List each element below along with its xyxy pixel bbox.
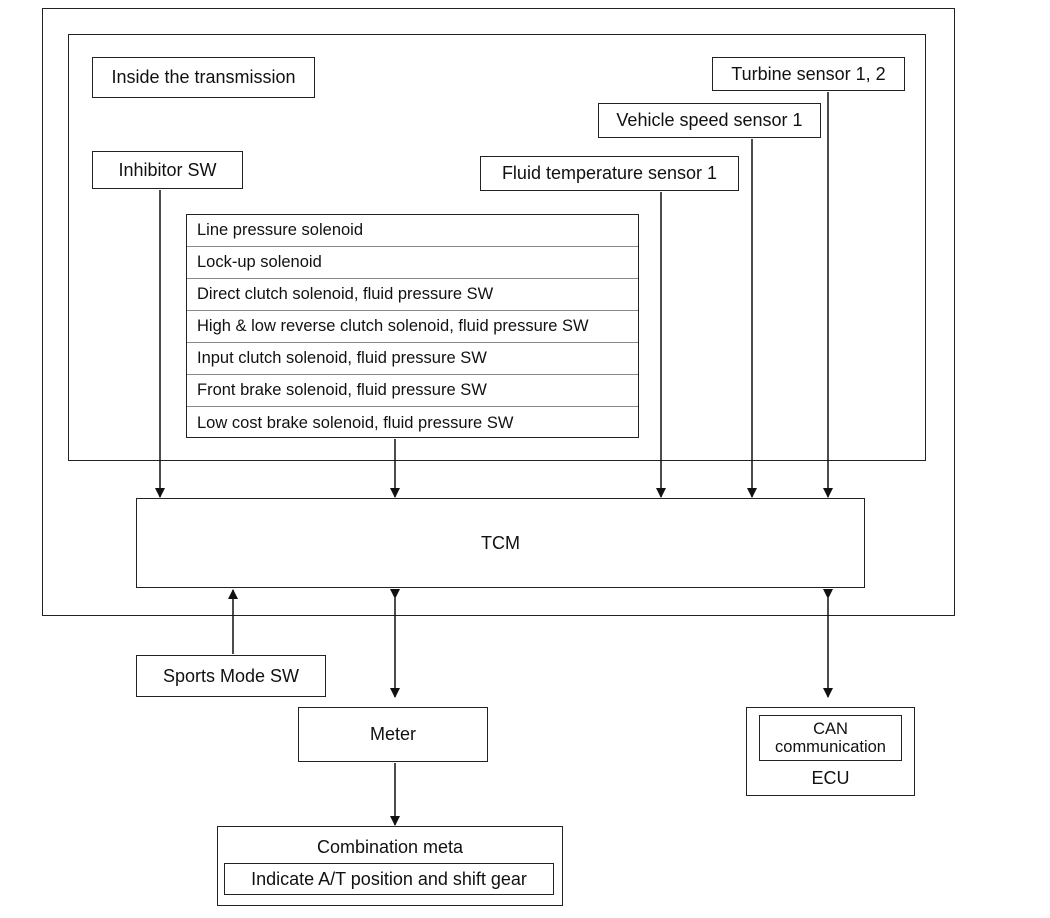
transmission-frame [68, 34, 926, 461]
can-label: CAN [813, 720, 848, 738]
solenoid-row: Line pressure solenoid [187, 215, 638, 247]
vehicle-speed-sensor-box: Vehicle speed sensor 1 [598, 103, 821, 138]
inhibitor-sw-box: Inhibitor SW [92, 151, 243, 189]
can-communication-box: CAN communication [759, 715, 902, 761]
combination-meter-box: Combination meta Indicate A/T position a… [217, 826, 563, 906]
indicate-at-position-box: Indicate A/T position and shift gear [224, 863, 554, 895]
solenoid-row: Front brake solenoid, fluid pressure SW [187, 375, 638, 407]
solenoid-row: Lock-up solenoid [187, 247, 638, 279]
outer-frame [42, 8, 955, 616]
fluid-temperature-sensor-box: Fluid temperature sensor 1 [480, 156, 739, 191]
solenoid-row: Input clutch solenoid, fluid pressure SW [187, 343, 638, 375]
meter-box: Meter [298, 707, 488, 762]
communication-label: communication [775, 738, 886, 756]
inside-transmission-label: Inside the transmission [92, 57, 315, 98]
solenoid-row: Low cost brake solenoid, fluid pressure … [197, 413, 514, 432]
solenoid-row: High & low reverse clutch solenoid, flui… [187, 311, 638, 343]
ecu-box: CAN communication ECU [746, 707, 915, 796]
turbine-sensor-box: Turbine sensor 1, 2 [712, 57, 905, 91]
solenoid-table: Line pressure solenoid Lock-up solenoid … [186, 214, 639, 438]
combination-meter-title: Combination meta [316, 837, 464, 857]
solenoid-row: Direct clutch solenoid, fluid pressure S… [187, 279, 638, 311]
tcm-box: TCM [136, 498, 865, 588]
sports-mode-sw-box: Sports Mode SW [136, 655, 326, 697]
ecu-label: ECU [811, 768, 850, 788]
